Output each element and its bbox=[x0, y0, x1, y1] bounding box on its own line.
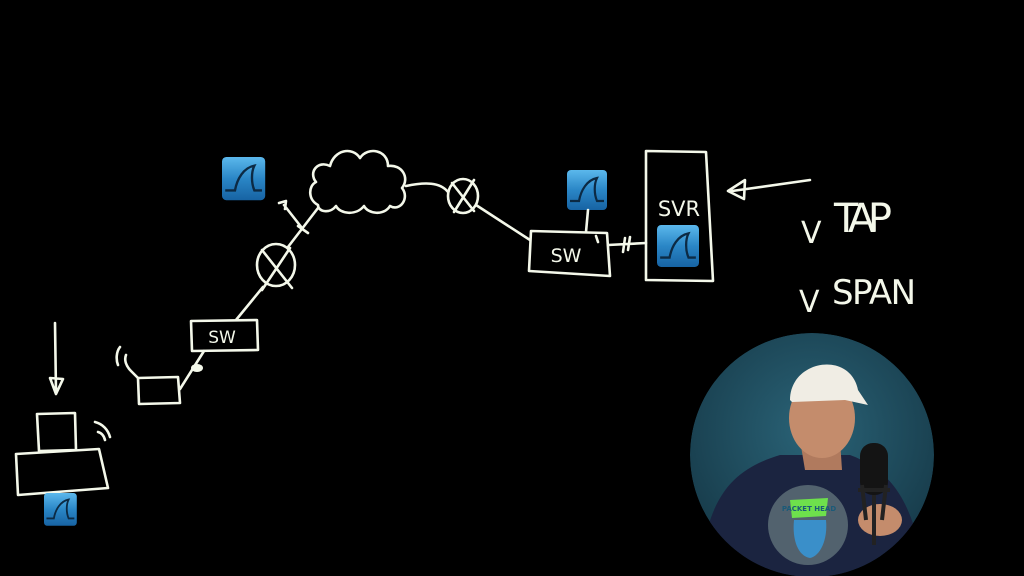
link-marker bbox=[191, 364, 203, 372]
microphone bbox=[860, 443, 888, 495]
down-arrow bbox=[48, 321, 65, 396]
switch-left: SW bbox=[189, 318, 260, 353]
wifi-signal-icon bbox=[115, 345, 140, 380]
pointer-arrow bbox=[726, 178, 812, 201]
wireshark-icon-wan bbox=[220, 155, 267, 202]
link-switch-router bbox=[234, 285, 265, 322]
link-router-switch bbox=[474, 203, 532, 242]
link-cloud-router bbox=[404, 182, 450, 194]
check-mark: V bbox=[799, 285, 820, 320]
server-label: SVR bbox=[658, 197, 700, 221]
switch-right: SW bbox=[527, 229, 612, 278]
internet-cloud bbox=[308, 149, 407, 215]
client-device bbox=[14, 411, 112, 497]
switch-left-label: SW bbox=[208, 328, 236, 348]
capture-method-tap: TAP bbox=[833, 196, 892, 242]
shirt-text: PACKET HEAD bbox=[782, 505, 837, 513]
router-right bbox=[446, 177, 480, 215]
switch-right-label: SW bbox=[551, 245, 582, 267]
capture-methods-list: V TAP V SPAN bbox=[799, 196, 916, 320]
capture-method-span: SPAN bbox=[832, 273, 916, 313]
capture-arrow bbox=[277, 199, 304, 230]
server: SVR bbox=[644, 149, 715, 283]
tap-point-marker bbox=[296, 224, 310, 235]
wifi-signal-icon bbox=[93, 420, 112, 442]
span-port-link bbox=[584, 208, 600, 244]
check-mark: V bbox=[801, 216, 822, 251]
wireshark-icon-client bbox=[43, 492, 78, 527]
router-left bbox=[255, 242, 297, 292]
wireshark-icon-span bbox=[565, 168, 609, 212]
access-point bbox=[115, 345, 182, 406]
wireshark-icon-server bbox=[655, 223, 701, 269]
presenter-webcam: PACKET HEAD bbox=[690, 333, 934, 576]
link-switch-server bbox=[606, 235, 648, 254]
